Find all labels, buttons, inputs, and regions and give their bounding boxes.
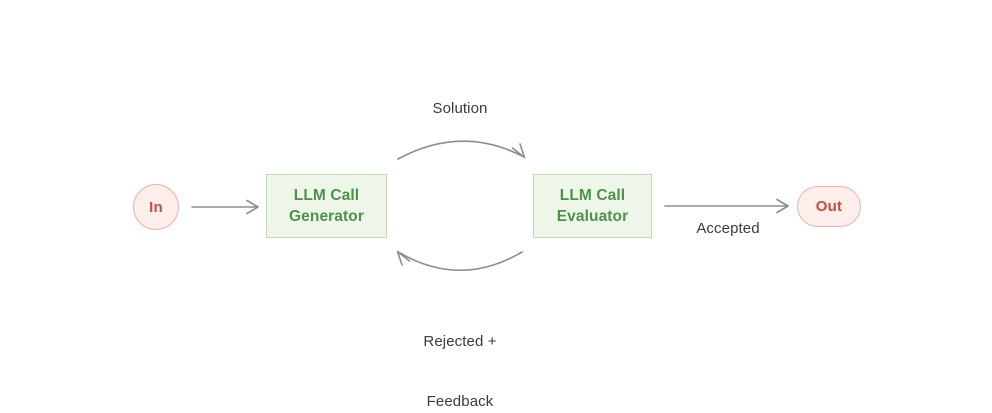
edge-label-solution: Solution [432,100,488,117]
edge-evaluator-to-output [664,198,789,214]
edge-generator-to-evaluator [397,140,526,160]
node-evaluator-label-line1: LLM Call [559,187,626,204]
node-evaluator-label-line2: Evaluator [556,208,629,225]
node-llm-call-generator[interactable]: LLM Call Generator [266,174,387,238]
node-generator-label-line1: LLM Call [293,187,360,204]
edge-label-rejected-line1: Rejected + [423,333,497,350]
node-output-label: Out [815,198,843,215]
edge-label-rejected-line2: Feedback [426,393,494,410]
node-input-label: In [149,198,163,216]
node-output[interactable]: Out [797,186,861,227]
edge-input-to-generator [191,199,259,215]
edge-evaluator-to-generator [396,250,523,272]
edge-label-accepted: Accepted [696,220,760,237]
node-input[interactable]: In [133,184,179,230]
node-llm-call-evaluator[interactable]: LLM Call Evaluator [533,174,652,238]
node-generator-label-line2: Generator [289,208,364,225]
edge-label-rejected-feedback: Rejected + Feedback [380,292,540,413]
